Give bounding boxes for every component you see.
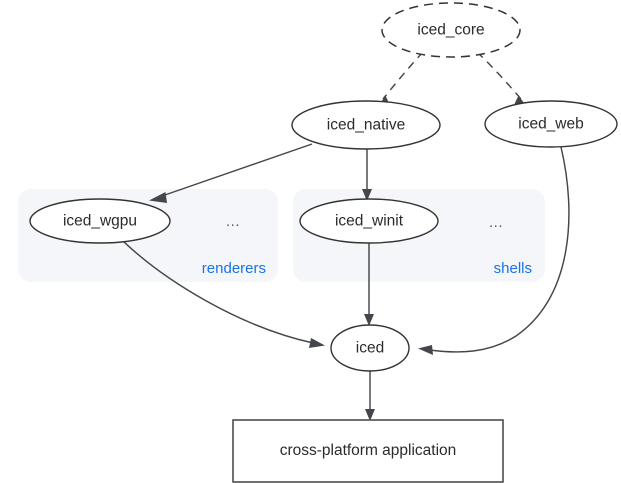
node-iced-wgpu[interactable]: iced_wgpu: [29, 198, 171, 244]
edge-iced-to-application: [365, 371, 375, 421]
node-iced-native[interactable]: iced_native: [291, 100, 441, 150]
edge-iced-core-to-iced-web: [476, 51, 527, 107]
cluster-shells-ellipsis: ...: [489, 214, 503, 231]
node-iced-native-shape[interactable]: [291, 100, 441, 150]
edge-iced-wgpu-to-iced: [122, 240, 325, 348]
node-iced-winit-shape[interactable]: [299, 198, 439, 244]
node-iced-label: iced: [356, 340, 384, 357]
node-iced-core-label: iced_core: [417, 22, 484, 39]
node-application-label: cross-platform application: [280, 442, 457, 459]
node-iced-core-shape[interactable]: [381, 2, 521, 58]
node-iced[interactable]: iced: [330, 324, 410, 372]
node-iced-wgpu-label: iced_wgpu: [63, 213, 137, 230]
edge-iced-core-to-iced-native: [378, 51, 424, 107]
node-iced-web-label: iced_web: [518, 116, 584, 133]
node-iced-shape[interactable]: [330, 324, 410, 372]
edge-iced-web-to-iced: [418, 146, 570, 355]
node-iced-web[interactable]: iced_web: [484, 100, 618, 148]
node-iced-winit-label: iced_winit: [335, 213, 404, 230]
node-cross-platform-application[interactable]: cross-platform application: [232, 419, 504, 483]
node-iced-wgpu-shape[interactable]: [29, 198, 171, 244]
node-iced-native-label: iced_native: [327, 117, 405, 134]
edge-iced-native-to-iced-wgpu: [149, 143, 313, 203]
cluster-shells-label: shells: [494, 260, 532, 277]
node-iced-core[interactable]: iced_core: [381, 2, 521, 58]
node-application-shape[interactable]: [232, 419, 504, 483]
cluster-renderers-ellipsis: ...: [226, 213, 240, 230]
edge-iced-winit-to-iced: [364, 243, 374, 326]
cluster-renderers-label: renderers: [202, 260, 266, 277]
edge-iced-native-to-iced-winit: [362, 149, 372, 201]
node-iced-web-shape[interactable]: [484, 100, 618, 148]
node-iced-winit[interactable]: iced_winit: [299, 198, 439, 244]
